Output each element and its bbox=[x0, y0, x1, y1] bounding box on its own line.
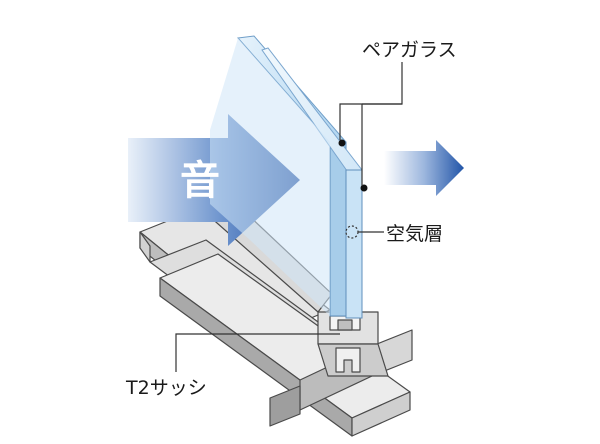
pair-glass bbox=[210, 35, 368, 319]
label-pair-glass: ペアガラス bbox=[362, 39, 457, 61]
label-sash: T2サッシ bbox=[125, 377, 207, 399]
leader-lines bbox=[175, 62, 403, 372]
label-air-layer: 空気層 bbox=[386, 223, 443, 245]
label-sound: 音 bbox=[180, 158, 220, 204]
sound-arrow-out bbox=[384, 140, 464, 196]
